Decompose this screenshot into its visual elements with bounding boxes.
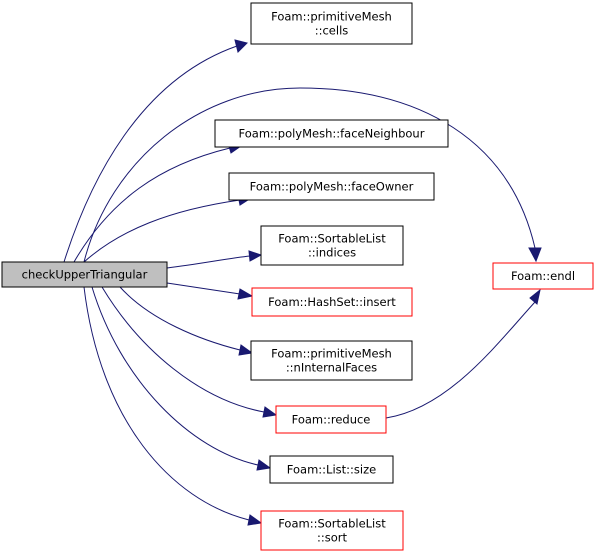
node-nInternalFaces[interactable]: Foam::primitiveMesh::nInternalFaces xyxy=(250,340,413,381)
node-box xyxy=(269,455,394,484)
edge-reduce-to-endl xyxy=(385,288,541,419)
arrowhead xyxy=(262,406,278,418)
node-label: ::indices xyxy=(308,246,356,260)
arrowhead xyxy=(528,247,542,263)
node-box xyxy=(251,287,413,317)
node-box xyxy=(260,510,404,551)
edge-root-to-faceNeighbour xyxy=(73,142,243,263)
node-faceNeighbour[interactable]: Foam::polyMesh::faceNeighbour xyxy=(214,119,449,148)
node-insert[interactable]: Foam::HashSet::insert xyxy=(251,287,413,317)
node-root[interactable]: checkUpperTriangular xyxy=(1,261,168,288)
edge-line xyxy=(91,286,259,466)
node-label: Foam::primitiveMesh xyxy=(271,347,392,361)
node-label: ::nInternalFaces xyxy=(286,361,377,375)
arrowhead xyxy=(237,288,254,300)
arrowhead xyxy=(256,459,272,471)
edge-line xyxy=(83,87,536,263)
node-label: Foam::List::size xyxy=(287,463,376,477)
edge-root-to-indices xyxy=(166,250,263,269)
node-box xyxy=(1,261,168,288)
arrowhead xyxy=(234,39,248,53)
node-label: Foam::SortableList xyxy=(278,517,386,531)
node-label: Foam::endl xyxy=(511,269,575,283)
arrowhead xyxy=(529,288,541,305)
node-box xyxy=(260,225,404,266)
node-box xyxy=(250,2,413,45)
edge-line xyxy=(83,286,250,521)
edge-root-to-size xyxy=(91,286,272,471)
node-endl[interactable]: Foam::endl xyxy=(492,262,594,290)
node-label: checkUpperTriangular xyxy=(22,268,148,282)
node-size[interactable]: Foam::List::size xyxy=(269,455,394,484)
edge-root-to-faceOwner xyxy=(83,194,253,263)
node-label: Foam::polyMesh::faceOwner xyxy=(250,180,414,194)
arrowhead xyxy=(238,344,254,356)
edge-root-to-reduce xyxy=(101,286,278,418)
edge-line xyxy=(166,282,241,295)
node-indices[interactable]: Foam::SortableList::indices xyxy=(260,225,404,266)
node-label: Foam::HashSet::insert xyxy=(268,295,396,309)
node-label: Foam::primitiveMesh xyxy=(271,10,392,24)
edge-root-to-endl xyxy=(83,87,542,263)
edge-root-to-sort xyxy=(83,286,263,526)
edge-line xyxy=(73,147,231,263)
edge-line xyxy=(166,255,251,269)
edge-line xyxy=(385,301,536,419)
edge-line xyxy=(119,286,241,351)
node-label: ::cells xyxy=(315,24,349,38)
edge-root-to-insert xyxy=(166,282,254,300)
node-box xyxy=(250,340,413,381)
node-label: Foam::reduce xyxy=(292,413,371,427)
node-label: Foam::SortableList xyxy=(278,232,386,246)
node-box xyxy=(228,172,435,201)
edge-root-to-cells xyxy=(63,39,248,263)
node-box xyxy=(214,119,449,148)
node-faceOwner[interactable]: Foam::polyMesh::faceOwner xyxy=(228,172,435,201)
node-label: ::sort xyxy=(317,531,348,545)
node-sort[interactable]: Foam::SortableList::sort xyxy=(260,510,404,551)
node-reduce[interactable]: Foam::reduce xyxy=(275,405,387,434)
arrowhead xyxy=(248,250,263,262)
node-label: Foam::polyMesh::faceNeighbour xyxy=(239,127,425,141)
node-box xyxy=(275,405,387,434)
node-cells[interactable]: Foam::primitiveMesh::cells xyxy=(250,2,413,45)
node-box xyxy=(492,262,594,290)
edge-line xyxy=(101,286,265,413)
edge-line xyxy=(83,199,241,263)
edge-root-to-nInternalFaces xyxy=(119,286,254,356)
edge-line xyxy=(63,45,238,263)
arrowhead xyxy=(247,514,263,526)
